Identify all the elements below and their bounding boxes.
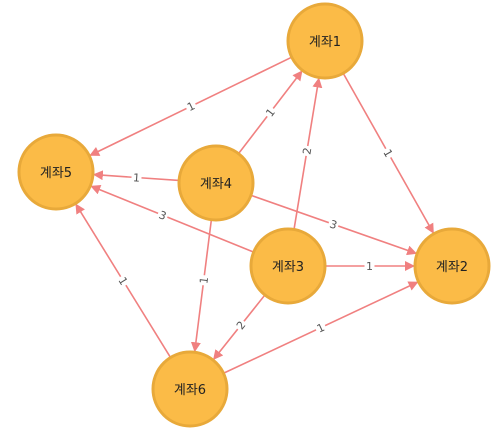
node-n6[interactable]: 계좌6 (151, 350, 229, 428)
edge-label-background (313, 319, 329, 337)
edge-n4-n1: 1 (237, 70, 303, 155)
node-n3[interactable]: 계좌3 (249, 227, 327, 305)
edge-weight-label: 1 (197, 276, 211, 285)
edge-weight-label: 3 (157, 208, 168, 223)
account-node-circle[interactable] (177, 144, 255, 222)
edge-n3-n5: 3 (90, 185, 255, 253)
account-node-label: 계좌3 (272, 260, 304, 275)
edge-weight-label: 1 (315, 321, 327, 336)
edge-weight-label: 1 (366, 260, 373, 273)
edge-label-group: 1 (364, 259, 375, 273)
edge-label-background (155, 206, 170, 224)
edge-n3-n2: 1 (325, 259, 415, 273)
edge-n4-n2: 3 (250, 194, 418, 256)
edge-label-group: 1 (183, 97, 199, 115)
edge-label-background (326, 216, 341, 233)
edge-weight-label: 1 (185, 99, 197, 114)
node-n2[interactable]: 계좌2 (413, 227, 491, 305)
account-node-circle[interactable] (151, 350, 229, 428)
edge-label-background (299, 144, 315, 158)
account-node-label: 계좌2 (436, 260, 468, 275)
edge-label-group: 1 (131, 170, 142, 185)
edge-arrow (90, 185, 255, 253)
edge-label-group: 1 (379, 145, 397, 161)
edge-label-group: 1 (196, 274, 212, 287)
account-node-label: 계좌1 (309, 35, 341, 50)
edge-n4-n5: 1 (92, 170, 180, 185)
edge-label-group: 1 (261, 104, 279, 121)
edge-label-background (196, 274, 212, 287)
edge-label-background (131, 170, 142, 185)
account-node-circle[interactable] (249, 227, 327, 305)
edge-n1-n5: 1 (89, 56, 293, 157)
edge-weight-label: 3 (328, 218, 339, 233)
node-n1[interactable]: 계좌1 (286, 2, 364, 80)
edge-n1-n2: 1 (342, 72, 435, 234)
node-n5[interactable]: 계좌5 (17, 133, 95, 211)
account-node-label: 계좌5 (40, 166, 72, 181)
edge-label-background (379, 145, 397, 161)
edge-n6-n2: 1 (223, 281, 419, 375)
edge-arrow (190, 219, 213, 353)
edge-label-background (183, 97, 199, 115)
edge-label-group: 3 (326, 216, 341, 233)
edge-label-background (364, 259, 375, 273)
edge-label-group: 2 (299, 144, 315, 158)
edge-label-group: 3 (155, 206, 170, 224)
nodes-layer: 계좌1 계좌2 계좌3 계좌4 계좌5 계좌6 (17, 2, 491, 428)
edge-label-background (114, 272, 132, 289)
account-node-circle[interactable] (17, 133, 95, 211)
edge-label-group: 1 (114, 272, 132, 289)
account-node-circle[interactable] (286, 2, 364, 80)
edge-n6-n5: 1 (75, 203, 172, 358)
edge-label-group: 2 (232, 316, 250, 334)
edge-n3-n1: 2 (293, 77, 323, 230)
edge-n4-n6: 1 (190, 219, 213, 353)
edge-weight-label: 2 (300, 147, 314, 156)
account-node-label: 계좌6 (174, 383, 206, 398)
edges-layer: 1 1 1 1 3 1 2 3 1 2 1 1 (75, 56, 435, 375)
edge-label-background (261, 104, 279, 121)
edge-label-group: 1 (313, 319, 329, 337)
edge-label-background (232, 316, 250, 334)
account-node-label: 계좌4 (200, 177, 232, 192)
edge-n3-n6: 2 (213, 294, 266, 361)
account-node-circle[interactable] (413, 227, 491, 305)
node-n4[interactable]: 계좌4 (177, 144, 255, 222)
edge-weight-label: 1 (133, 171, 141, 184)
